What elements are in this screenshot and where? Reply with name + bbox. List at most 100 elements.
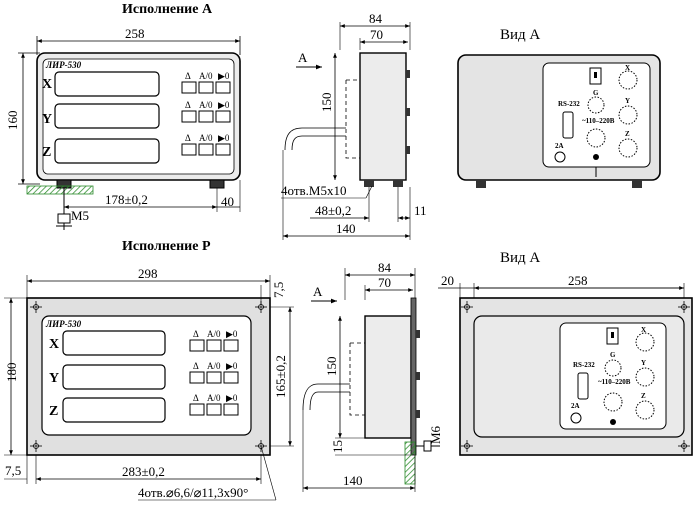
bottom-front-height-dim: 180 [4,363,19,383]
top-title: Исполнение А [122,2,213,17]
bottom-back-width-dim: 258 [568,273,588,288]
top-front-keys-x: Δ A/0 ▶0 [181,71,231,94]
top-front-view: 258 160 ЛИР-530 X Y Z Δ A/0 ▶0 Δ A/0 ▶ [5,26,241,230]
bottom-front-keys-x: Δ A/0 ▶0 [189,329,239,352]
bottom-back-fuse [570,412,582,424]
top-side-holes-label: 4отв.M5x10 [281,183,346,198]
svg-text:X: X [625,64,630,72]
bottom-front-holes-label: 4отв.⌀6,6/⌀11,3x90° [138,485,248,500]
svg-text:Z: Z [641,392,646,400]
top-side-view: 84 70 А 150 4отв.M5x10 48±0,2 11 [281,11,427,240]
bottom-back-view: Вид А 20 258 RS-232 ~110–220В 2А X Y Z [438,250,693,456]
svg-text:A/0: A/0 [207,329,221,339]
bottom-back-offset-dim: 20 [441,273,454,288]
bottom-front-display-y [62,364,166,390]
bottom-side-arrow-label: А [313,284,323,299]
top-side-height-dim: 150 [319,93,334,113]
top-back-rs-label: RS-232 [558,100,580,108]
top-side-offset-dim: 11 [414,203,427,218]
bottom-front-display-x [62,330,166,356]
bottom-side-body [364,315,412,439]
bottom-side-thread-label: M6 [428,425,443,444]
svg-text:A/0: A/0 [199,100,213,110]
bottom-back-rs-label: RS-232 [573,361,595,369]
svg-text:A/0: A/0 [207,361,221,371]
svg-text:X: X [641,326,646,334]
bottom-front-brand: ЛИР-530 [45,319,82,329]
bottom-side-total-dim: 140 [343,473,363,488]
bottom-side-view: 84 70 А 150 15 M6 140 [302,260,443,492]
top-side-depth-dim: 84 [369,11,383,26]
top-front-thread-label: M5 [71,208,89,223]
top-side-body [359,52,407,181]
svg-text:Y: Y [641,359,646,367]
top-front-mount-hatch [26,185,94,195]
bottom-side-depth-dim: 84 [378,260,392,275]
bottom-side-flange-dim: 15 [330,440,345,453]
bottom-back-title: Вид А [500,250,540,266]
svg-text:▶0: ▶0 [226,329,238,339]
bottom-front-axis-y: Y [49,371,59,386]
bottom-front-keys-z: Δ A/0 ▶0 [189,393,239,416]
top-front-axis-z: Z [42,145,51,160]
bottom-front-view: 298 180 ЛИР-530 X Y Z Δ A/0 ▶0 Δ [4,266,294,501]
top-front-keys-z: Δ A/0 ▶0 [181,133,231,156]
bottom-front-display-z [62,397,166,423]
top-back-fuse [554,151,566,163]
svg-text:Z: Z [625,130,630,138]
top-side-body-dim: 70 [370,27,383,42]
svg-text:A/0: A/0 [199,71,213,81]
svg-text:Δ: Δ [185,133,191,143]
svg-text:A/0: A/0 [207,393,221,403]
svg-text:▶0: ▶0 [218,71,230,81]
top-front-brand: ЛИР-530 [45,60,82,70]
bottom-front-keys-y: Δ A/0 ▶0 [189,361,239,384]
svg-text:G: G [610,351,616,359]
top-front-width-dim: 258 [125,26,145,41]
bottom-front-axis-x: X [49,337,59,352]
top-front-display-x [54,71,160,97]
bottom-title: Исполнение Р [122,239,211,254]
top-front-display-z [54,138,160,164]
top-front-keys-y: Δ A/0 ▶0 [181,100,231,123]
top-back-title: Вид А [500,27,540,43]
svg-text:Δ: Δ [185,71,191,81]
svg-text:Δ: Δ [185,100,191,110]
svg-text:Δ: Δ [193,393,199,403]
svg-text:▶0: ▶0 [226,361,238,371]
top-back-voltage-label: ~110–220В [582,117,615,125]
bottom-side-flange [410,297,417,456]
bottom-front-width-dim: 298 [138,266,158,281]
top-front-foot-right [209,179,225,189]
top-side-arrow-label: А [298,50,308,65]
svg-text:A/0: A/0 [199,133,213,143]
svg-text:G: G [593,89,599,97]
bottom-front-left-offset-dim: 7,5 [5,463,21,478]
top-front-axis-y: Y [42,112,52,127]
top-back-fuse-label: 2А [555,142,564,150]
svg-text:▶0: ▶0 [218,100,230,110]
top-front-feet-dim: 178±0,2 [105,192,148,207]
bottom-back-fuse-label: 2А [571,402,580,410]
bottom-back-rs-port [577,372,589,400]
svg-text:▶0: ▶0 [226,393,238,403]
svg-text:Δ: Δ [193,361,199,371]
svg-text:Y: Y [625,97,630,105]
svg-text:Δ: Δ [193,329,199,339]
svg-text:▶0: ▶0 [218,133,230,143]
top-front-foot-offset-dim: 40 [221,194,234,209]
top-back-view: Вид А RS-232 ~110–220В 2А G X Y Z [457,27,661,188]
bottom-side-body-dim: 70 [378,275,391,290]
bottom-front-corner-dim: 7,5 [271,282,286,298]
bottom-back-voltage-label: ~110–220В [598,378,631,386]
bottom-side-height-dim: 150 [324,357,339,377]
top-front-axis-x: X [42,77,52,92]
bottom-front-bottom-span-dim: 283±0,2 [122,464,165,479]
bottom-front-axis-z: Z [49,404,58,419]
top-side-hole-spacing-dim: 48±0,2 [315,203,351,218]
bottom-front-holes-span-dim: 165±0,2 [273,355,288,398]
top-back-rs-port [562,111,574,139]
bottom-side-mount-hatch [404,441,416,485]
top-side-total-dim: 140 [336,221,356,236]
